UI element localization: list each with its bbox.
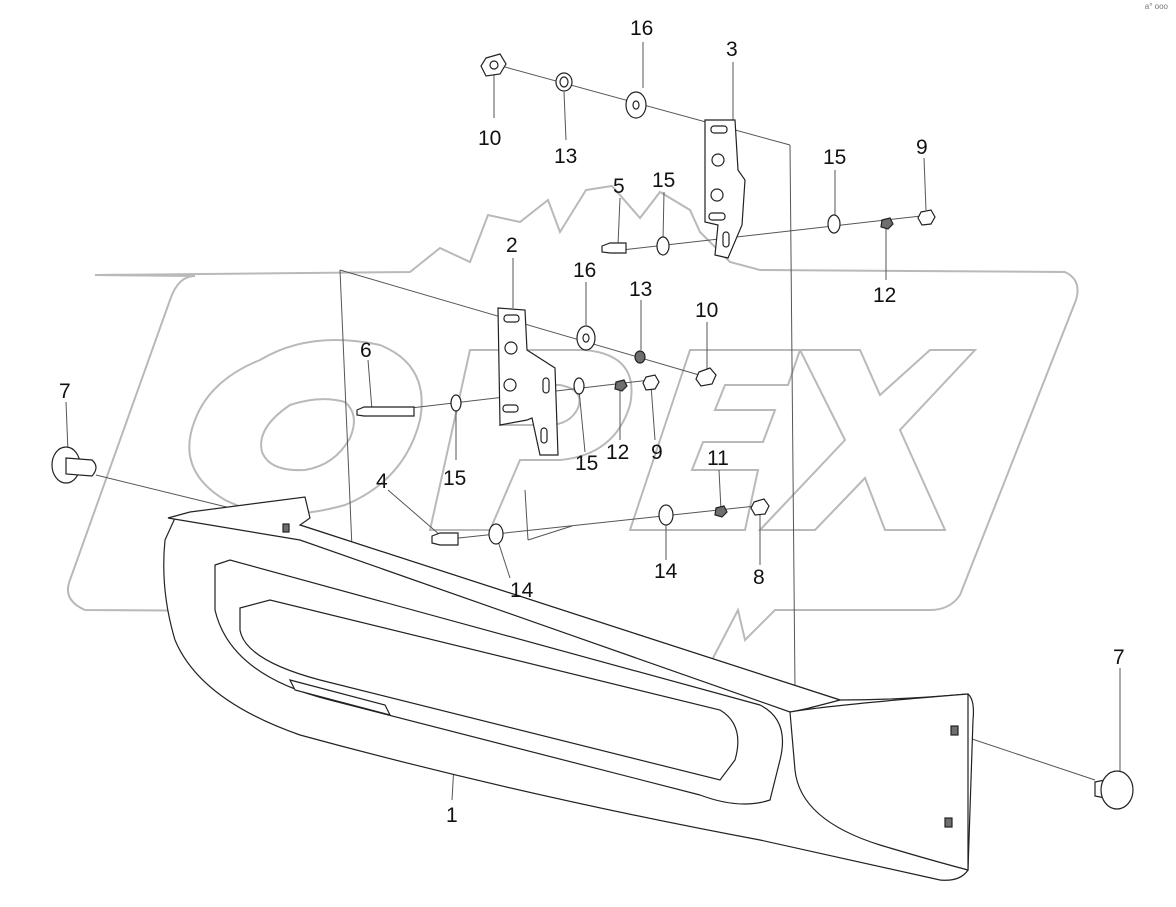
nut-10-top-bore — [489, 60, 499, 70]
washer-14-left — [488, 523, 504, 545]
nut-9-right — [917, 209, 936, 226]
washer-16-mid-bore — [582, 333, 590, 343]
watermark-gear-outline — [66, 184, 1079, 690]
bumper-slot-bottom — [944, 817, 953, 828]
callout-14-left: 14 — [510, 579, 534, 602]
callout-labels: 1 2 3 4 5 6 7 7 8 9 9 10 10 11 12 12 13 … — [59, 17, 1125, 827]
bumper-slot-left — [282, 523, 290, 533]
callout-3: 3 — [726, 38, 738, 61]
callout-15-mid: 15 — [575, 452, 598, 475]
callout-15-left: 15 — [443, 467, 466, 490]
callout-12-right: 12 — [873, 284, 896, 307]
watermark-letter-o-inner — [260, 398, 355, 472]
callout-1: 1 — [446, 804, 458, 827]
lock-washer-11 — [714, 505, 728, 518]
bracket-2-hole-1 — [504, 341, 518, 355]
fasteners — [51, 53, 1134, 810]
callout-13-top: 13 — [554, 145, 577, 168]
washer-16-top-bore — [632, 100, 640, 110]
watermark-letter-p — [428, 349, 633, 531]
nut-10-mid — [695, 367, 717, 387]
clip-7-right — [1094, 770, 1134, 810]
callout-9-mid: 9 — [651, 441, 663, 464]
callout-13-mid: 13 — [629, 278, 652, 301]
nut-9-mid — [642, 374, 660, 391]
callout-6: 6 — [360, 339, 372, 362]
washer-15-left — [450, 394, 462, 412]
callout-7-right: 7 — [1113, 646, 1125, 669]
bracket-3-hole-2 — [710, 188, 724, 202]
bracket-3-hole-1 — [711, 153, 725, 167]
lock-washer-13-top-bore — [559, 76, 569, 88]
lock-washer-13-mid — [634, 350, 646, 364]
callout-15-right: 15 — [823, 146, 846, 169]
callout-16-top: 16 — [630, 17, 653, 40]
watermark-letter-o — [188, 339, 423, 515]
callout-11: 11 — [707, 447, 729, 470]
washer-15-upper — [656, 236, 670, 256]
bracket-3-slot-1 — [710, 125, 728, 134]
callout-7-left: 7 — [59, 380, 71, 403]
clip-7-left — [51, 446, 97, 484]
part-2-bracket — [497, 307, 559, 456]
lock-washer-12-right — [880, 217, 894, 230]
lock-washer-12-mid — [614, 379, 628, 392]
callout-12-mid: 12 — [606, 441, 629, 464]
washer-15-mid — [573, 377, 585, 395]
bumper-slot-top — [950, 725, 959, 736]
nut-8 — [750, 498, 770, 516]
bolt-6 — [356, 406, 415, 417]
bolt-5 — [601, 242, 627, 254]
callout-16-mid: 16 — [573, 259, 596, 282]
bracket-2-slot-1 — [503, 314, 520, 323]
washer-14-right — [658, 504, 674, 526]
callout-9-right: 9 — [916, 136, 928, 159]
bolt-4 — [431, 532, 459, 546]
bracket-3-slot-3 — [722, 231, 730, 248]
part-3-bracket — [704, 119, 746, 259]
corner-mark: a° ooo — [1144, 2, 1168, 11]
washer-15-right — [827, 214, 841, 234]
callout-4: 4 — [376, 470, 388, 493]
bracket-2-slot-4 — [540, 427, 548, 444]
bracket-2-hole-2 — [503, 378, 517, 392]
part-1-bumper-body — [163, 496, 975, 881]
callout-10-top: 10 — [478, 127, 501, 150]
leader-lines — [65, 42, 1121, 801]
callout-2: 2 — [506, 234, 518, 257]
bumper-end-cap — [789, 693, 969, 871]
bracket-2-slot-3 — [542, 377, 550, 394]
bumper-side-flap — [288, 679, 392, 716]
bracket-2-slot-2 — [502, 404, 519, 413]
bracket-3-slot-2 — [708, 212, 726, 221]
bumper-inner-pocket — [239, 599, 739, 781]
watermark-letter-e — [628, 349, 802, 531]
callout-5: 5 — [613, 175, 625, 198]
callout-15-upper: 15 — [652, 169, 675, 192]
callout-10-mid: 10 — [695, 299, 718, 322]
callout-8: 8 — [753, 566, 765, 589]
callout-14-right: 14 — [654, 560, 678, 583]
